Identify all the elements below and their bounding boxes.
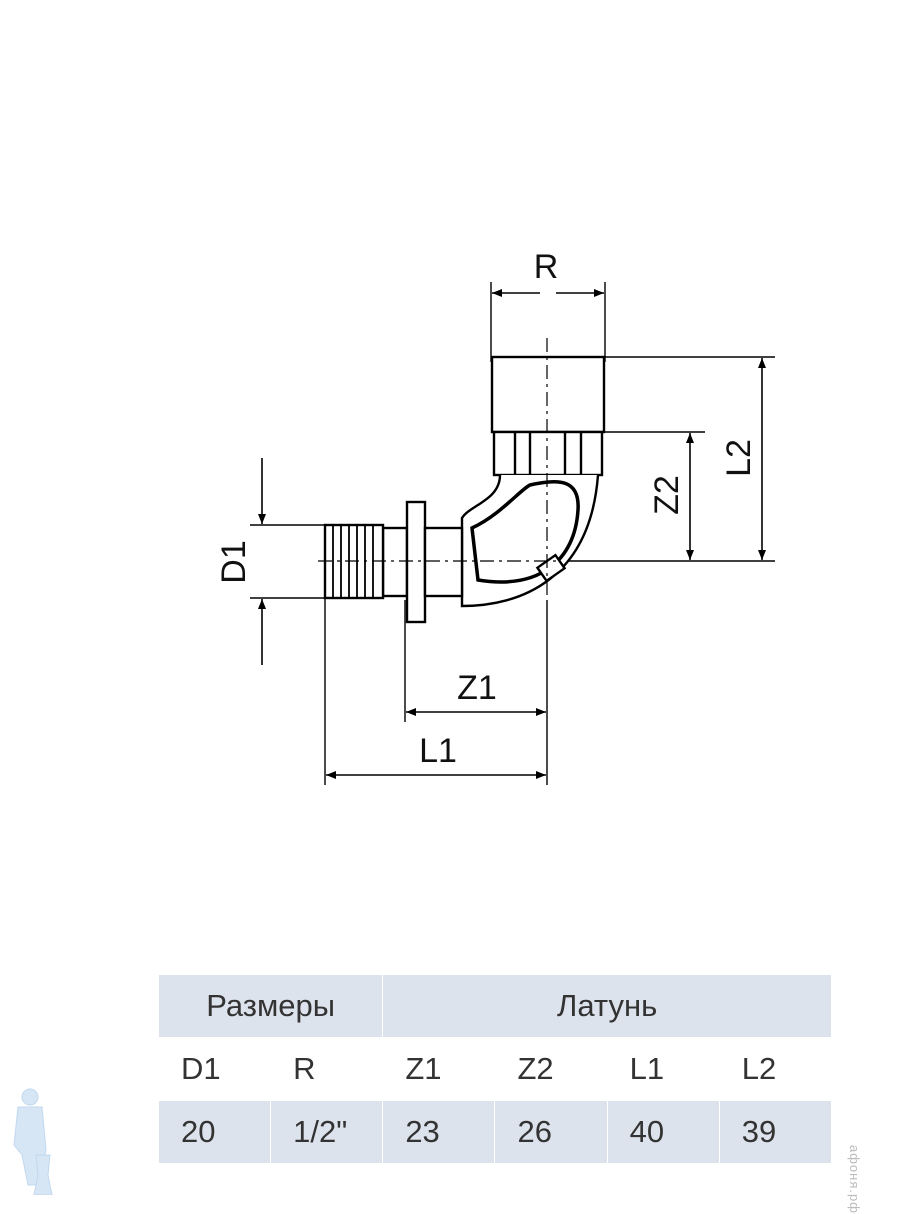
group-header-sizes: Размеры xyxy=(157,974,384,1038)
center-lines xyxy=(318,338,560,600)
column-header: Z1 xyxy=(382,1037,496,1101)
label-R: R xyxy=(534,248,559,286)
table-cell: 40 xyxy=(606,1100,720,1164)
table-row: 20 1/2" 23 26 40 39 xyxy=(157,1100,833,1164)
label-L2: L2 xyxy=(720,439,758,477)
dimensions-table: Размеры Латунь D1 R Z1 Z2 L1 L2 20 1/2" … xyxy=(157,974,833,1164)
dimension-lines xyxy=(258,289,766,779)
table-column-header-row: D1 R Z1 Z2 L1 L2 xyxy=(157,1037,833,1101)
elbow-fitting-drawing: R Z1 L1 D1 Z2 L2 xyxy=(215,248,775,785)
label-Z2: Z2 xyxy=(648,475,686,515)
column-header: Z2 xyxy=(494,1037,608,1101)
column-header: L2 xyxy=(718,1037,833,1101)
table-cell: 1/2" xyxy=(270,1100,384,1164)
watermark: афоня.рф xyxy=(847,1145,862,1214)
column-header: R xyxy=(270,1037,384,1101)
table-group-header-row: Размеры Латунь xyxy=(157,974,832,1038)
table-cell: 20 xyxy=(157,1100,272,1164)
table-cell: 39 xyxy=(718,1100,833,1164)
fitting-body xyxy=(323,355,606,624)
label-L1: L1 xyxy=(419,732,457,770)
label-D1: D1 xyxy=(215,540,253,583)
column-header: L1 xyxy=(606,1037,720,1101)
table-cell: 23 xyxy=(382,1100,496,1164)
label-Z1: Z1 xyxy=(457,669,497,707)
column-header: D1 xyxy=(157,1037,272,1101)
table-cell: 26 xyxy=(494,1100,608,1164)
extension-lines xyxy=(250,282,775,785)
group-header-brass: Латунь xyxy=(382,974,832,1038)
plumber-mascot-logo xyxy=(13,1088,53,1195)
